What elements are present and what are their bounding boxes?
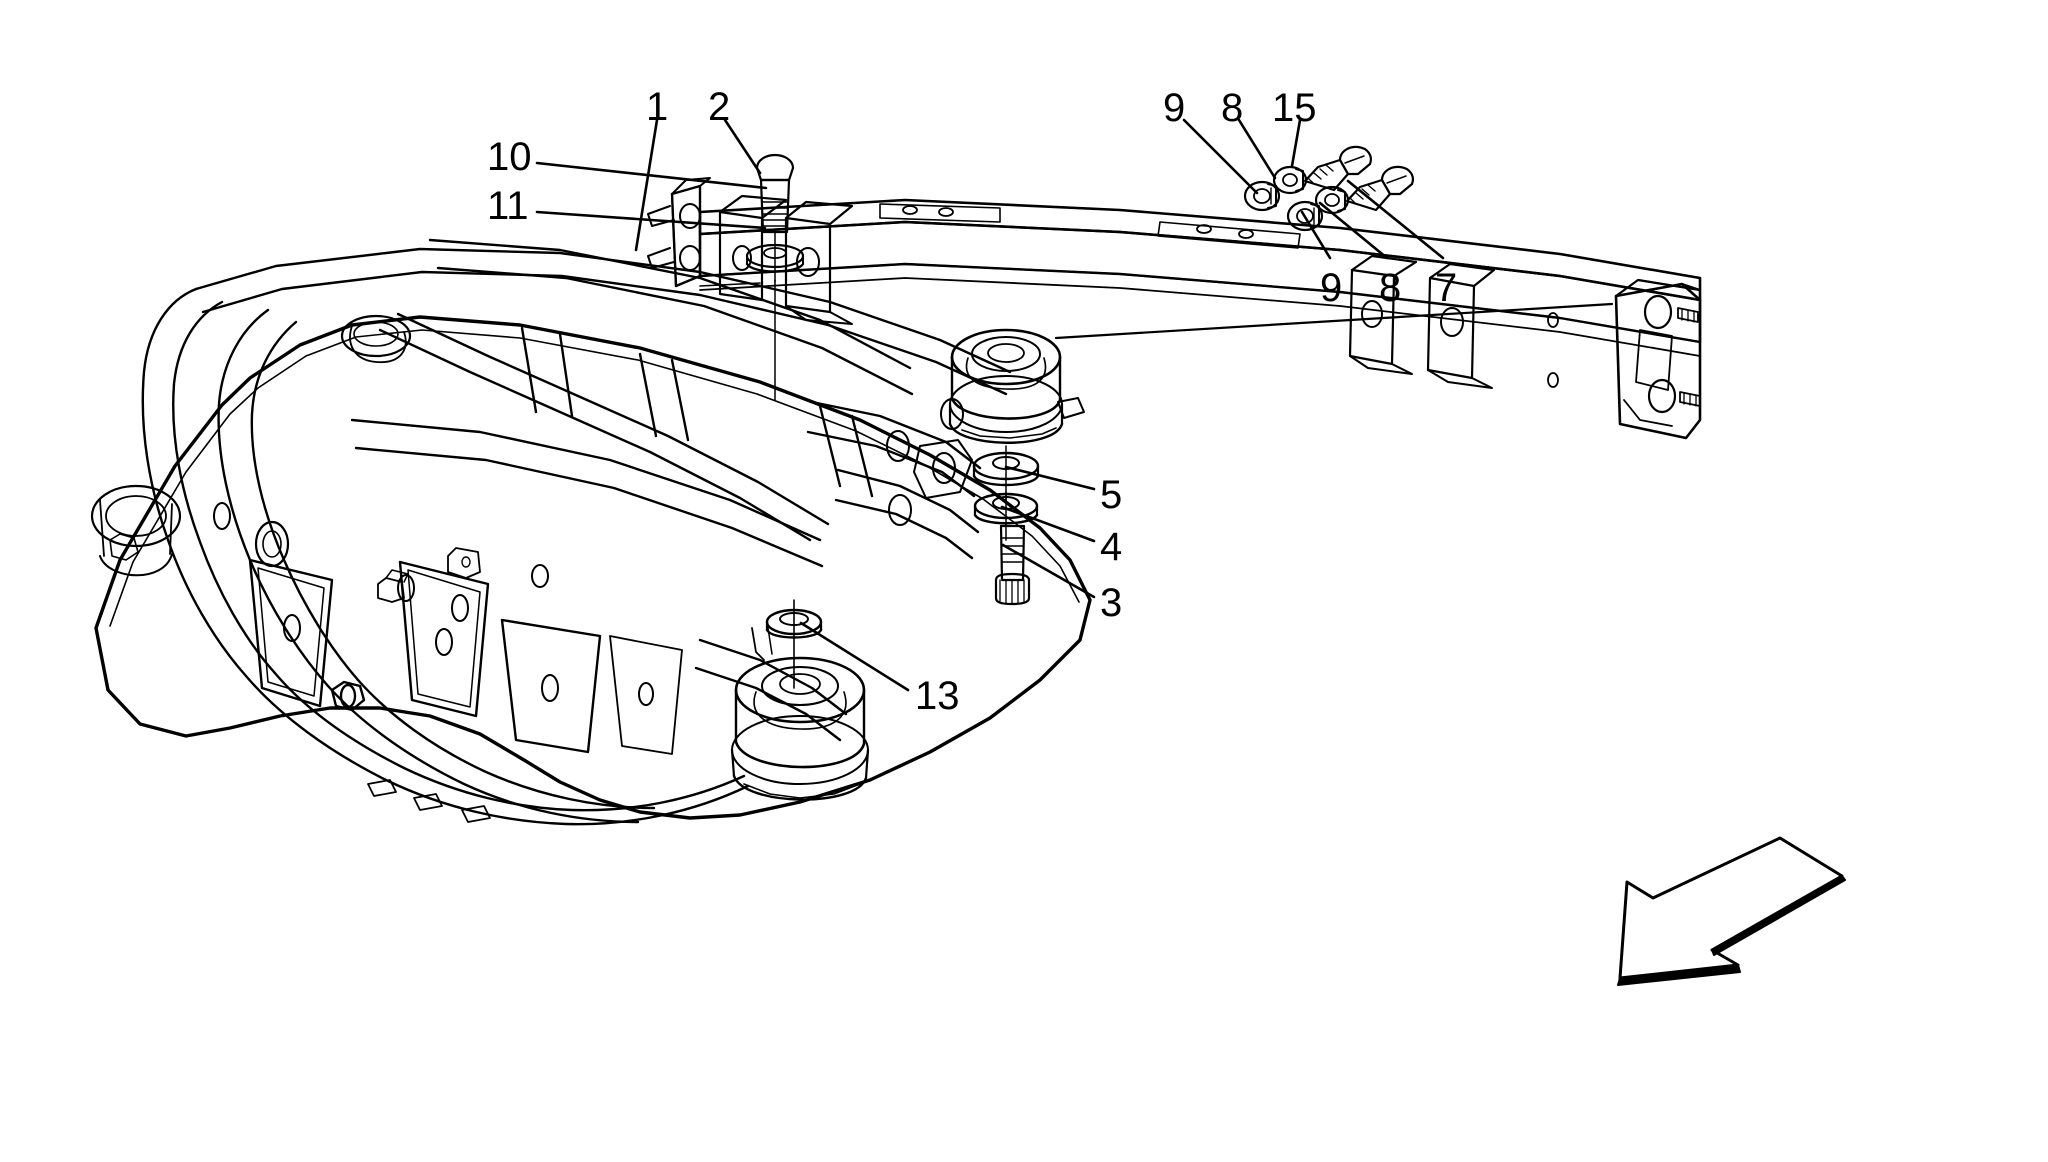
callout-number-1: 1 <box>646 85 669 129</box>
part-15-bolt <box>1303 145 1372 192</box>
callout-number-10: 10 <box>487 135 532 179</box>
callout-number-7: 7 <box>1435 266 1458 310</box>
callout-number-3: 3 <box>1100 581 1123 625</box>
part-9-washer-lower <box>1286 200 1324 232</box>
frame-outer-tube <box>244 670 750 826</box>
part-8-washer-upper <box>1272 165 1308 195</box>
fastener-upper-row <box>1243 145 1372 212</box>
callout-number-8-lower: 8 <box>1379 266 1402 310</box>
part-11-washer <box>699 243 805 401</box>
frame-hole-a <box>213 502 231 530</box>
part-3-bolt-long <box>994 524 1031 606</box>
callout-leaders <box>535 118 1614 692</box>
part-10-bolt <box>755 153 795 283</box>
callout-number-15: 15 <box>1272 86 1317 130</box>
part-13-spacer-ring <box>765 599 823 689</box>
callout-number-9-lower: 9 <box>1320 266 1343 310</box>
part-8-washer-lower <box>1314 185 1350 215</box>
frame-mount-boss-mid <box>254 520 290 568</box>
callout-number-4: 4 <box>1100 525 1123 569</box>
frame-hole-c <box>451 594 469 622</box>
direction-arrow-marker <box>1617 836 1846 986</box>
bushing-lower-center <box>730 599 870 801</box>
frame-hole-b <box>397 574 415 602</box>
frame-gusset-plates <box>248 547 683 755</box>
frame-upper-rails <box>141 238 1012 688</box>
callout-number-8-upper: 8 <box>1221 86 1244 130</box>
part-9-washer-upper <box>1243 180 1281 212</box>
hex-nut-left <box>330 680 366 712</box>
callout-number-2: 2 <box>708 85 731 129</box>
callout-number-11: 11 <box>487 184 529 228</box>
frame-front-bushing-upper <box>340 314 412 363</box>
callout-number-13: 13 <box>915 674 960 718</box>
crossmember-beam <box>647 177 1702 440</box>
callout-number-5: 5 <box>1100 473 1123 517</box>
frame-front-bushing-left <box>90 484 182 577</box>
bushing-upper-right <box>948 328 1085 444</box>
frame-bottom-slots <box>367 779 491 823</box>
callout-number-9-upper: 9 <box>1163 86 1186 130</box>
frame-base-plate <box>94 315 1092 820</box>
